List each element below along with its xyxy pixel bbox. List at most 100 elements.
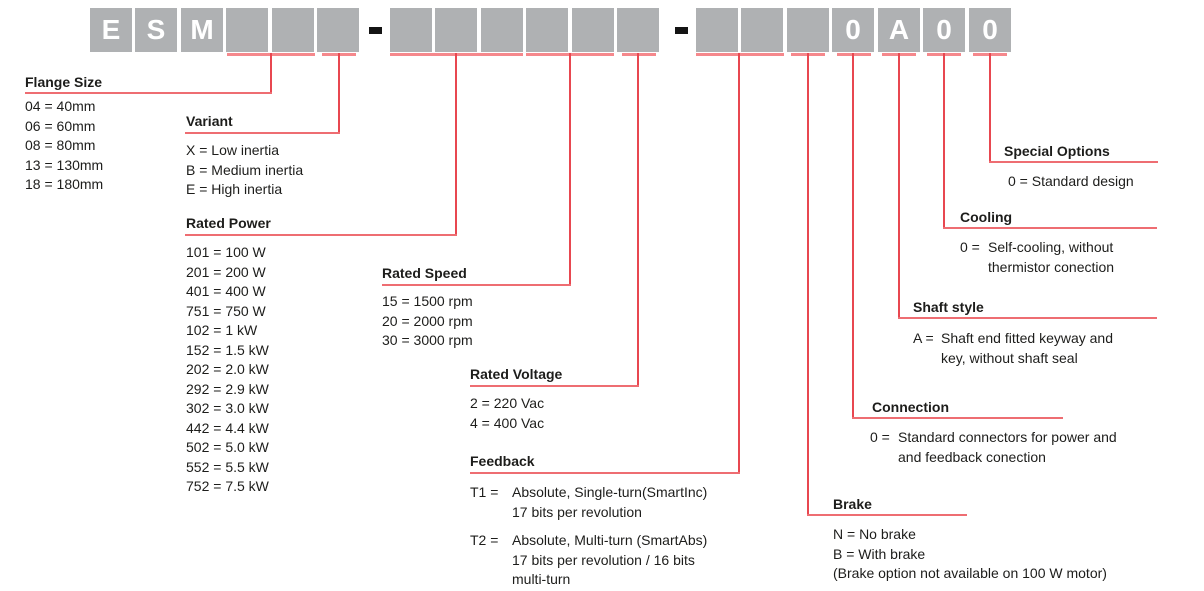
feedback-connector-line bbox=[738, 53, 740, 474]
option: 502 = 5.0 kW bbox=[186, 439, 269, 455]
code-cell: A bbox=[878, 8, 920, 52]
option: 401 = 400 W bbox=[186, 283, 266, 299]
option-description: Absolute, Single-turn(SmartInc) 17 bits … bbox=[512, 484, 708, 520]
code-cell bbox=[696, 8, 738, 52]
variant-underline bbox=[185, 132, 340, 134]
special-connector-line bbox=[989, 53, 991, 163]
option: 30 = 3000 rpm bbox=[382, 332, 473, 348]
rated-speed-options: 15 = 1500 rpm 20 = 2000 rpm 30 = 3000 rp… bbox=[382, 292, 473, 351]
voltage-underline bbox=[470, 385, 639, 387]
special-options: 0 = Standard design bbox=[1008, 172, 1134, 192]
code-cell: 0 bbox=[969, 8, 1011, 52]
variant-connector-line bbox=[338, 53, 340, 134]
option: N = No brake bbox=[833, 526, 916, 542]
brake-connector-line bbox=[807, 53, 809, 516]
power-underline bbox=[185, 234, 457, 236]
option: 20 = 2000 rpm bbox=[382, 312, 473, 329]
option: B = Medium inertia bbox=[186, 161, 304, 178]
option-code: A = bbox=[913, 330, 934, 346]
feedback-option-t1: T1 = Absolute, Single-turn(SmartInc) 17 … bbox=[470, 483, 707, 522]
brake-options: N = No brake B = With brake (Brake optio… bbox=[833, 525, 1107, 584]
code-cell bbox=[435, 8, 477, 52]
connection-option: 0 = Standard connectors for power and an… bbox=[870, 428, 1117, 467]
option: X = Low inertia bbox=[186, 142, 279, 158]
option: 06 = 60mm bbox=[25, 117, 96, 134]
option: 04 = 40mm bbox=[25, 98, 96, 114]
variant-options: X = Low inertia B = Medium inertia E = H… bbox=[186, 141, 303, 200]
connection-underline bbox=[852, 417, 1063, 419]
option: 201 = 200 W bbox=[186, 263, 266, 280]
cooling-connector-line bbox=[943, 53, 945, 229]
code-cell bbox=[741, 8, 783, 52]
option: 302 = 3.0 kW bbox=[186, 400, 269, 416]
code-cell: 0 bbox=[832, 8, 874, 52]
code-cell bbox=[226, 8, 268, 52]
code-cell: S bbox=[135, 8, 177, 52]
option-code: T2 = bbox=[470, 532, 499, 548]
speed-connector-line bbox=[569, 53, 571, 286]
option: 08 = 80mm bbox=[25, 137, 96, 153]
feedback-option-t2: T2 = Absolute, Multi-turn (SmartAbs) 17 … bbox=[470, 531, 707, 590]
option: 442 = 4.4 kW bbox=[186, 419, 269, 436]
shaft-underline bbox=[898, 317, 1157, 319]
option-description: Absolute, Multi-turn (SmartAbs) 17 bits … bbox=[512, 532, 708, 587]
option: 552 = 5.5 kW bbox=[186, 458, 269, 475]
cooling-option: 0 = Self-cooling, without thermistor con… bbox=[960, 238, 1114, 277]
option: 292 = 2.9 kW bbox=[186, 380, 269, 397]
option: 15 = 1500 rpm bbox=[382, 293, 473, 309]
code-separator-dash bbox=[369, 27, 382, 34]
option-code: 0 = bbox=[960, 239, 980, 255]
rated-power-heading: Rated Power bbox=[186, 215, 271, 231]
option: 202 = 2.0 kW bbox=[186, 361, 269, 377]
connection-connector-line bbox=[852, 53, 854, 419]
option-note: (Brake option not available on 100 W mot… bbox=[833, 565, 1107, 581]
code-cell bbox=[526, 8, 568, 52]
connection-bracket-line bbox=[837, 53, 871, 56]
option: 101 = 100 W bbox=[186, 244, 266, 260]
flange-connector-line bbox=[270, 53, 272, 94]
cooling-heading: Cooling bbox=[960, 209, 1013, 225]
code-cell: M bbox=[181, 8, 223, 52]
cooling-underline bbox=[943, 227, 1157, 229]
flange-underline bbox=[25, 92, 272, 94]
option: 13 = 130mm bbox=[25, 156, 104, 173]
feedback-bracket-line bbox=[696, 53, 784, 56]
code-cell bbox=[572, 8, 614, 52]
variant-heading: Variant bbox=[186, 113, 233, 129]
option: 751 = 750 W bbox=[186, 302, 266, 319]
shaft-style-heading: Shaft style bbox=[913, 299, 984, 315]
flange-size-options: 04 = 40mm 06 = 60mm 08 = 80mm 13 = 130mm… bbox=[25, 97, 103, 195]
rated-speed-heading: Rated Speed bbox=[382, 265, 467, 281]
special-options-heading: Special Options bbox=[1004, 143, 1110, 159]
option-description: Self-cooling, without thermistor conecti… bbox=[988, 239, 1115, 275]
special-underline bbox=[989, 161, 1158, 163]
shaft-style-option: A = Shaft end fitted keyway and key, wit… bbox=[913, 329, 1113, 368]
option: 752 = 7.5 kW bbox=[186, 478, 269, 494]
code-cell bbox=[390, 8, 432, 52]
rated-voltage-options: 2 = 220 Vac 4 = 400 Vac bbox=[470, 394, 544, 433]
code-cell bbox=[317, 8, 359, 52]
connection-heading: Connection bbox=[872, 399, 949, 415]
speed-underline bbox=[382, 284, 571, 286]
voltage-connector-line bbox=[637, 53, 639, 387]
code-cell bbox=[787, 8, 829, 52]
code-cell bbox=[617, 8, 659, 52]
rated-power-options: 101 = 100 W 201 = 200 W 401 = 400 W 751 … bbox=[186, 243, 269, 497]
option-code: T1 = bbox=[470, 484, 499, 500]
option: B = With brake bbox=[833, 545, 926, 562]
rated-voltage-heading: Rated Voltage bbox=[470, 366, 563, 382]
option: 2 = 220 Vac bbox=[470, 395, 545, 411]
power-connector-line bbox=[455, 53, 457, 236]
flange-size-heading: Flange Size bbox=[25, 74, 103, 90]
option: 0 = Standard design bbox=[1008, 173, 1134, 189]
option: 18 = 180mm bbox=[25, 176, 104, 192]
option: 152 = 1.5 kW bbox=[186, 341, 269, 358]
option-code: 0 = bbox=[870, 429, 890, 445]
feedback-heading: Feedback bbox=[470, 453, 535, 469]
feedback-underline bbox=[470, 472, 740, 474]
voltage-bracket-line bbox=[622, 53, 656, 56]
code-separator-dash bbox=[675, 27, 688, 34]
code-cell: 0 bbox=[923, 8, 965, 52]
brake-underline bbox=[807, 514, 967, 516]
